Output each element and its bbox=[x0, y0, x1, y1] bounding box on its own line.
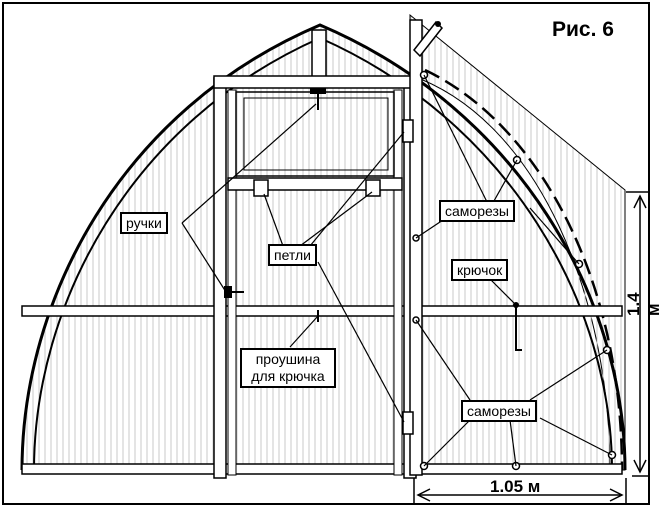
label-eyelet-line1: проушина bbox=[255, 351, 321, 367]
height-dimension bbox=[626, 191, 650, 477]
drawing-border bbox=[2, 2, 650, 505]
label-eyelet-line2: для крючка bbox=[251, 368, 325, 384]
outer-arch bbox=[20, 23, 627, 471]
hinge bbox=[402, 411, 414, 435]
height-dimension-text: 1.4 м bbox=[624, 292, 663, 316]
door-inner-right bbox=[393, 89, 403, 476]
latch bbox=[412, 20, 444, 58]
hinge bbox=[365, 179, 381, 197]
width-dimension-text: 1.05 м bbox=[490, 477, 541, 496]
middle-bar bbox=[21, 305, 623, 317]
hinge bbox=[402, 119, 414, 143]
label-screws-lower: саморезы bbox=[461, 400, 537, 422]
figure-title: Рис. 6 bbox=[552, 18, 614, 41]
label-handles: ручки bbox=[120, 212, 168, 234]
label-hook: крючок bbox=[451, 259, 509, 281]
hinge bbox=[253, 179, 269, 197]
bottom-bar bbox=[21, 463, 623, 475]
label-hinges: петли bbox=[268, 244, 317, 266]
swing-arc bbox=[424, 68, 624, 471]
vent-handle bbox=[310, 88, 326, 94]
door-inner-left bbox=[227, 89, 237, 476]
width-dimension bbox=[413, 478, 627, 505]
label-eyelet: проушина для крючка bbox=[240, 348, 336, 388]
hook bbox=[515, 305, 522, 351]
label-screws-upper: саморезы bbox=[439, 200, 515, 222]
vent-window-inner bbox=[243, 97, 389, 171]
door-handle bbox=[224, 286, 232, 298]
